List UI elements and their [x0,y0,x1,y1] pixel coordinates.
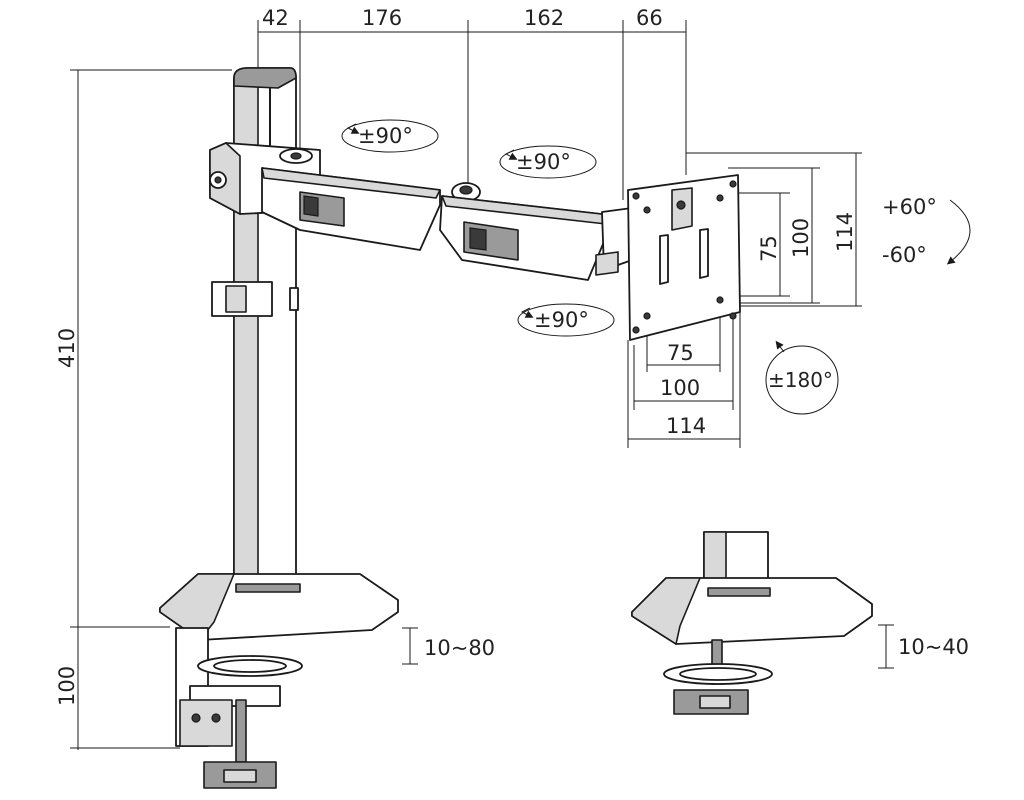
vesa-hole-icon [632,192,640,200]
vesa-plate [627,174,741,341]
vesa-v-75: 75 [757,235,781,262]
tilt-down-label: -60° [882,243,927,267]
dim-42: 42 [262,6,289,30]
dim-clamp-100: 100 [55,666,79,706]
tilt-arrow-icon [946,199,971,265]
swivel-arrow-icon [341,119,439,153]
desk-range-lines [402,624,894,669]
vesa-hole-icon [729,180,737,188]
desk-range-1: 10~80 [424,636,495,660]
vesa-hole-icon [643,206,651,214]
arm-1 [261,167,441,251]
vesa-dimension-lines [627,152,862,448]
desk-clamp [175,627,303,789]
vesa-v-114: 114 [833,212,857,252]
vesa-v-100: 100 [789,218,813,258]
dimension-labels: 42 176 162 66 410 100 10~80 10~40 75 100… [55,6,969,706]
vesa-hole-icon [716,194,724,202]
tilt-up-label: +60° [882,195,937,219]
swivel-arrow-icon [499,145,597,179]
left-dimension-lines [70,69,232,750]
arm1-swivel-label: ±90° [358,124,413,148]
rotate-arrow-icon [765,345,839,415]
alt-clamp [663,639,773,715]
dim-410: 410 [55,328,79,368]
vesa-hole-icon [716,296,724,304]
vesa-hole-icon [643,312,651,320]
arm-2 [439,195,611,281]
top-dimension-lines [257,20,687,200]
vesa-hole-icon [729,312,737,320]
head-swivel-label: ±90° [534,308,589,332]
arm2-swivel-label: ±90° [516,150,571,174]
dim-162: 162 [524,6,564,30]
desk-range-2: 10~40 [898,635,969,659]
dim-176: 176 [362,6,402,30]
vesa-hole-icon [632,326,640,334]
dim-66: 66 [636,6,663,30]
desk-base [159,573,399,641]
swivel-arrow-icon [517,303,615,337]
rotation-labels: ±90° ±90° ±90° +60° -60° ±180° [358,124,937,392]
rotate-label: ±180° [768,368,833,392]
vesa-h-75: 75 [667,341,694,365]
alt-base [631,531,873,645]
rotation-arrows [341,119,971,415]
elbow-joint [451,182,481,202]
vesa-h-114: 114 [666,414,706,438]
vesa-h-100: 100 [660,376,700,400]
